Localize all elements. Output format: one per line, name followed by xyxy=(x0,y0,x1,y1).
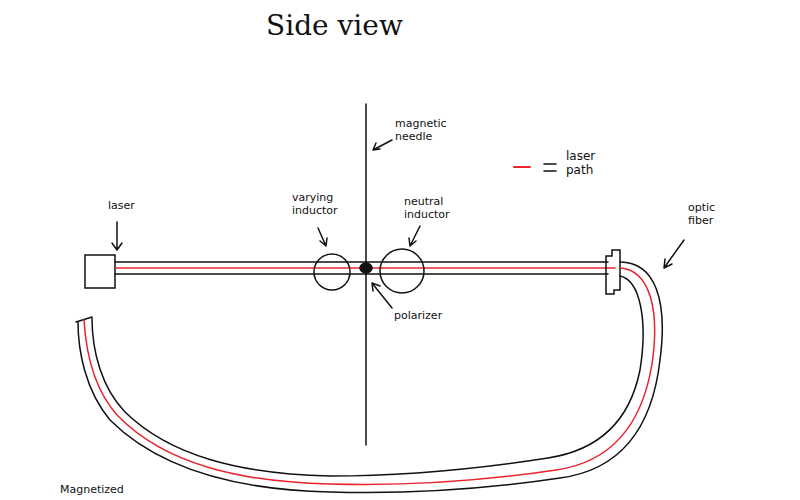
leader-arrows xyxy=(112,140,684,308)
optic-fiber xyxy=(78,262,662,492)
callout-label: neutral inductor xyxy=(404,196,464,221)
legend-line-sample xyxy=(514,166,530,168)
tube-wall xyxy=(115,273,608,275)
legend-equals xyxy=(544,170,556,172)
callout-label: Magnetized xyxy=(60,484,160,497)
polarizer xyxy=(360,263,372,273)
tube-wall xyxy=(115,261,608,263)
legend-equals xyxy=(544,163,556,165)
magnetic-needle xyxy=(365,104,367,445)
title: Side view xyxy=(266,10,403,42)
optic-fiber xyxy=(92,276,643,476)
laser-body xyxy=(85,255,115,288)
callout-label: laser xyxy=(108,200,168,213)
neutral-inductor xyxy=(380,249,424,293)
legend-text: laser path xyxy=(566,150,616,178)
callout-label: optic fiber xyxy=(688,202,743,227)
varying-inductor xyxy=(314,254,350,290)
callout-label: magnetic needle xyxy=(395,118,465,143)
laser-path xyxy=(84,268,655,484)
fiber-connector xyxy=(606,250,620,294)
callout-label: varying inductor xyxy=(292,192,352,217)
callout-label: polarizer xyxy=(394,310,474,323)
